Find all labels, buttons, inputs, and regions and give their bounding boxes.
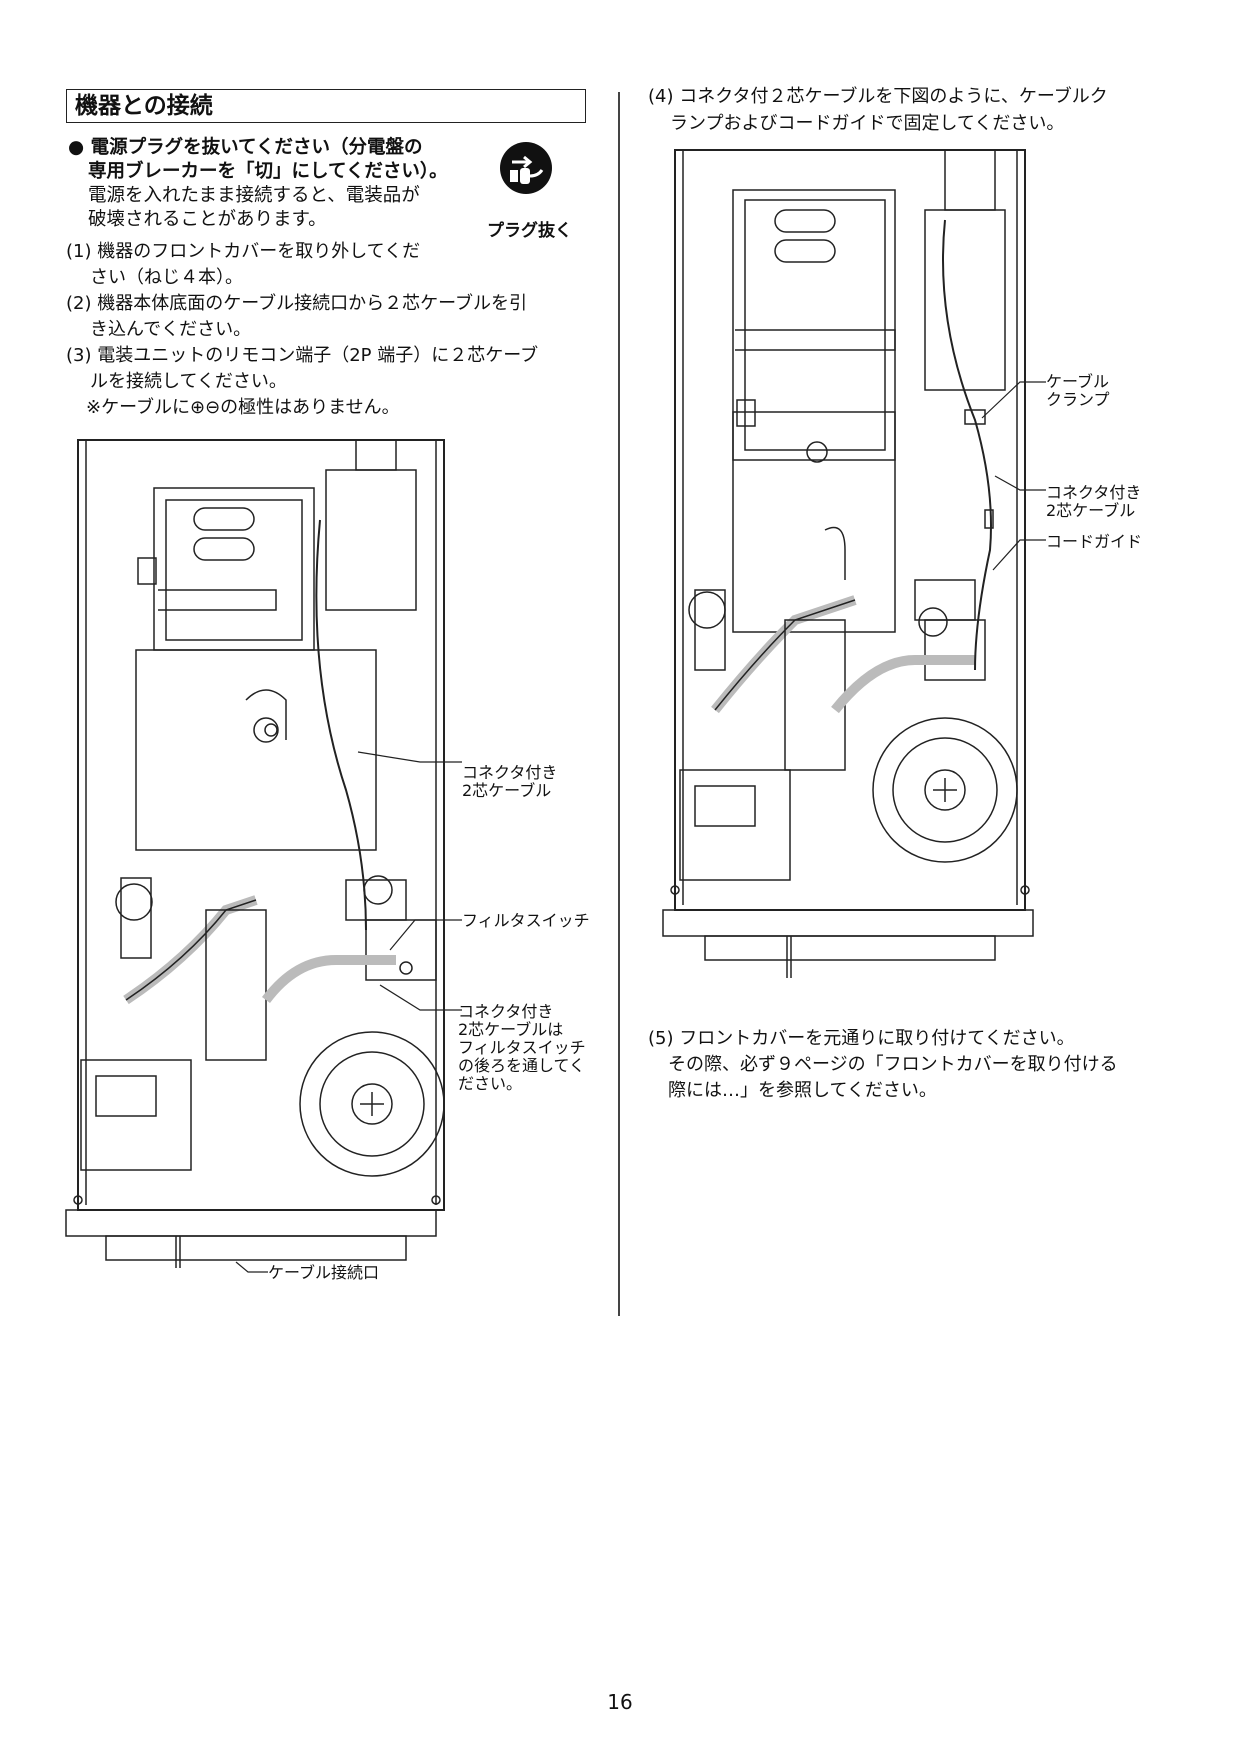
- left-callout-filter-switch: フィルタスイッチ: [462, 911, 590, 930]
- step-3-note: ※ケーブルに⊕⊖の極性はありません。: [86, 397, 400, 418]
- right-callout-cord-guide: コードガイド: [1046, 532, 1143, 551]
- unplug-icon: [500, 142, 552, 194]
- right-callout-cable-2: 2芯ケーブル: [1046, 501, 1136, 520]
- step-5-line-b: その際、必ず９ページの「フロントカバーを取り付ける: [668, 1054, 1118, 1075]
- step-5-line-a: (5) フロントカバーを元通りに取り付けてください。: [648, 1028, 1075, 1049]
- step-4-line-a: (4) コネクタ付２芯ケーブルを下図のように、ケーブルク: [648, 86, 1108, 107]
- step-3-line-b: ルを接続してください。: [90, 371, 287, 392]
- step-2-line-b: き込んでください。: [90, 319, 252, 340]
- left-callout-cable-2: 2芯ケーブル: [462, 781, 552, 800]
- left-callout-route-1: コネクタ付き: [458, 1002, 554, 1021]
- step-2-line-a: (2) 機器本体底面のケーブル接続口から２芯ケーブルを引: [66, 293, 528, 314]
- section-title: 機器との接続: [66, 89, 586, 123]
- left-unit-diagram: [65, 439, 445, 1268]
- left-callout-cable-1: コネクタ付き: [462, 763, 558, 782]
- left-callout-route-3: フィルタスイッチ: [458, 1038, 586, 1057]
- page-number: 16: [607, 1690, 633, 1714]
- step-1-line-a: (1) 機器のフロントカバーを取り外してくだ: [66, 241, 421, 262]
- left-callout-cable-inlet: ケーブル接続口: [268, 1263, 380, 1282]
- right-callout-clamp-1: ケーブル: [1046, 372, 1110, 391]
- right-callout-cable-1: コネクタ付き: [1046, 483, 1142, 502]
- step-3-line-a: (3) 電装ユニットのリモコン端子（2P 端子）に２芯ケーブ: [66, 345, 539, 366]
- left-callout-route-2: 2芯ケーブルは: [458, 1020, 564, 1039]
- right-unit-diagram: [662, 149, 1034, 978]
- unplug-icon-label: プラグ抜く: [487, 221, 572, 241]
- step-4-line-b: ランプおよびコードガイドで固定してください。: [670, 113, 1065, 134]
- column-divider: [618, 92, 620, 1316]
- warning-line-4: 破壊されることがあります。: [88, 209, 327, 230]
- warning-line-3: 電源を入れたまま接続すると、電装品が: [88, 185, 420, 206]
- right-callout-clamp-2: クランプ: [1046, 390, 1110, 409]
- step-1-line-b: さい（ねじ４本）。: [90, 267, 243, 288]
- left-callout-route-4: の後ろを通してく: [458, 1056, 586, 1075]
- left-callout-route-5: ださい。: [458, 1074, 523, 1093]
- step-5-line-c: 際には…」を参照してください。: [668, 1080, 937, 1101]
- warning-bold-line-1: ● 電源プラグを抜いてください（分電盤の: [68, 137, 423, 158]
- warning-bold-line-2: 専用ブレーカーを「切」にしてください）。: [88, 161, 448, 182]
- warning-block: ● 電源プラグを抜いてください（分電盤の 専用ブレーカーを「切」にしてください）…: [68, 136, 478, 232]
